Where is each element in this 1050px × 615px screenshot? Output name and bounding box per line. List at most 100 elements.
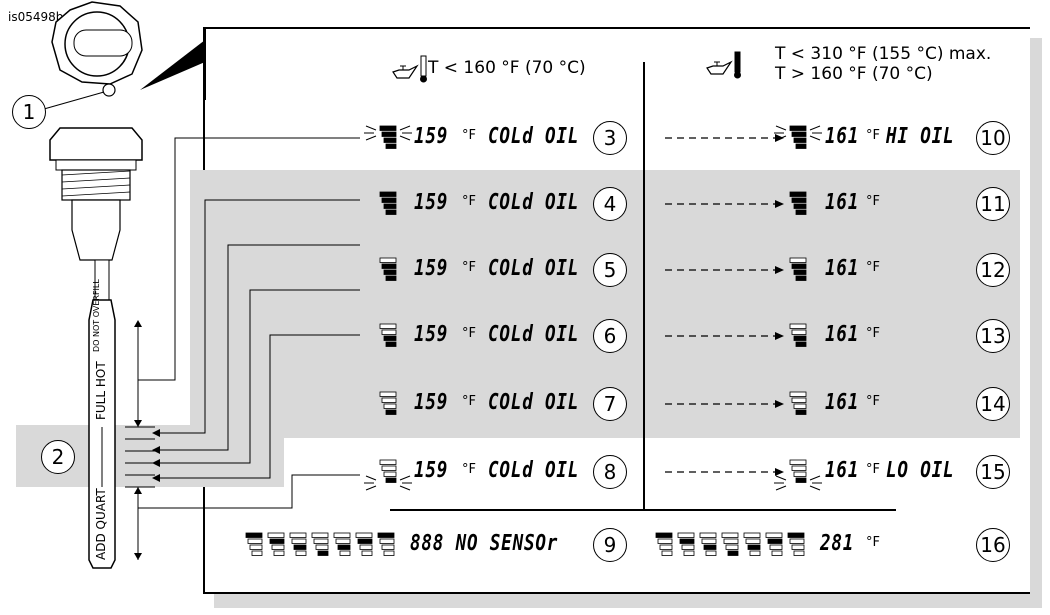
cold-header-icon-thermo-bulb [420,75,427,83]
temp-readout: 161 [825,390,860,415]
level-bar-bottom [385,143,397,149]
callout-1: 1 [12,95,46,129]
sweep-bar-segment [289,532,307,538]
callout-2: 2 [41,440,75,474]
sweep-bar-segment [743,532,761,538]
status-message: LO OIL [886,458,955,483]
sweep-bar-segment [725,544,739,550]
sweep-bar-segment [765,532,783,538]
sweep-bar-segment [379,538,395,544]
callout-8: 8 [593,455,627,489]
sweep-bar-segment [789,538,805,544]
sweep-bar-segment [793,550,805,556]
sweep-bar-segment [701,538,717,544]
figure-id: is05498b [8,10,64,24]
level-bar-bottom [385,477,397,483]
level-bar-upper [381,465,397,471]
sweep-bar-segment [293,544,307,550]
temp-unit: °F [462,394,476,409]
sweep-bar-segment [245,532,263,538]
callout-10: 10 [976,121,1010,155]
callout-3: 3 [593,121,627,155]
sweep-bar-segment [313,538,329,544]
temp-readout: 159 [414,190,449,215]
leader-row-6 [160,289,360,464]
level-bar-lower [793,203,807,209]
cap-side-knob [49,127,143,161]
dipstick-label-add: ADD QUART [94,488,108,560]
level-bar-upper [791,465,807,471]
cold-header-icon-can [392,64,419,79]
transition-arrow-head [775,200,784,208]
sweep-bar-segment [703,544,717,550]
sweep-bar-segment [251,550,263,556]
leader-arrow-head [152,429,160,437]
sweep-bar-segment [311,532,329,538]
blink-ray [775,125,787,131]
level-bar-upper [791,197,807,203]
sweep-bar-segment [273,550,285,556]
blink-ray [809,485,821,491]
status-message: COLd OIL [488,390,580,415]
level-bar-lower [383,203,397,209]
leader-row-8 [138,474,360,509]
dipstick-label-full: FULL HOT [94,361,108,420]
callout-13: 13 [976,319,1010,353]
level-bar-lower [383,335,397,341]
leader-row-3 [138,137,360,381]
status-message: HI OIL [886,124,955,149]
level-bar-top [379,125,397,131]
blink-ray [365,485,377,491]
leader-row-4 [160,199,360,434]
blink-ray [399,125,411,131]
level-bar-upper [381,197,397,203]
sweep-bar-segment [267,532,285,538]
sweep-bar-segment [661,550,673,556]
sweep-bar-segment [357,538,373,544]
temp-readout: 159 [414,124,449,149]
callout-9: 9 [593,528,627,562]
level-bar-upper [791,397,807,403]
status-message: COLd OIL [488,322,580,347]
temp-readout: 159 [414,322,449,347]
arrow-head-down [134,420,142,427]
cap-lcd-window [73,29,133,57]
sweep-bar-segment [769,544,783,550]
level-bar-upper [381,397,397,403]
header-cold: T < 160 °F (70 °C) [428,58,586,78]
sweep-bar-segment [247,538,263,544]
blink-ray [809,475,821,481]
level-bar-lower [383,471,397,477]
callout-4: 4 [593,187,627,221]
header-hot-line-1: T < 310 °F (155 °C) max. [775,44,992,64]
level-bar-bottom [795,209,807,215]
hot-header-icon-thermo-bulb [734,71,741,79]
sweep-bar-segment [271,544,285,550]
blink-ray [399,475,411,481]
temp-unit: °F [462,462,476,477]
no-sensor-message: 888 NO SENSOr [410,531,559,556]
status-message: COLd OIL [488,124,580,149]
temp-readout: 161 [825,256,860,281]
temp-readout: 161 [825,458,860,483]
arrow-head-up [134,320,142,327]
blink-ray [809,135,821,141]
callout-14: 14 [976,387,1010,421]
callout-6: 6 [593,319,627,353]
header-hot: T < 310 °F (155 °C) max. T > 160 °F (70 … [775,44,991,84]
temp-unit: °F [462,260,476,275]
temp-unit: °F [462,326,476,341]
level-bar-bottom [385,409,397,415]
level-bar-lower [793,471,807,477]
leader-arrow-head [152,459,160,467]
level-bar-upper [381,131,397,137]
status-message: COLd OIL [488,190,580,215]
level-bar-bottom [795,477,807,483]
temp-readout: 161 [825,124,860,149]
level-bar-bottom [795,275,807,281]
level-bar-lower [793,403,807,409]
blink-ray [775,485,787,491]
temp-unit: °F [866,462,880,477]
arrow-head-down [134,553,142,560]
sweep-bar-segment [295,550,307,556]
